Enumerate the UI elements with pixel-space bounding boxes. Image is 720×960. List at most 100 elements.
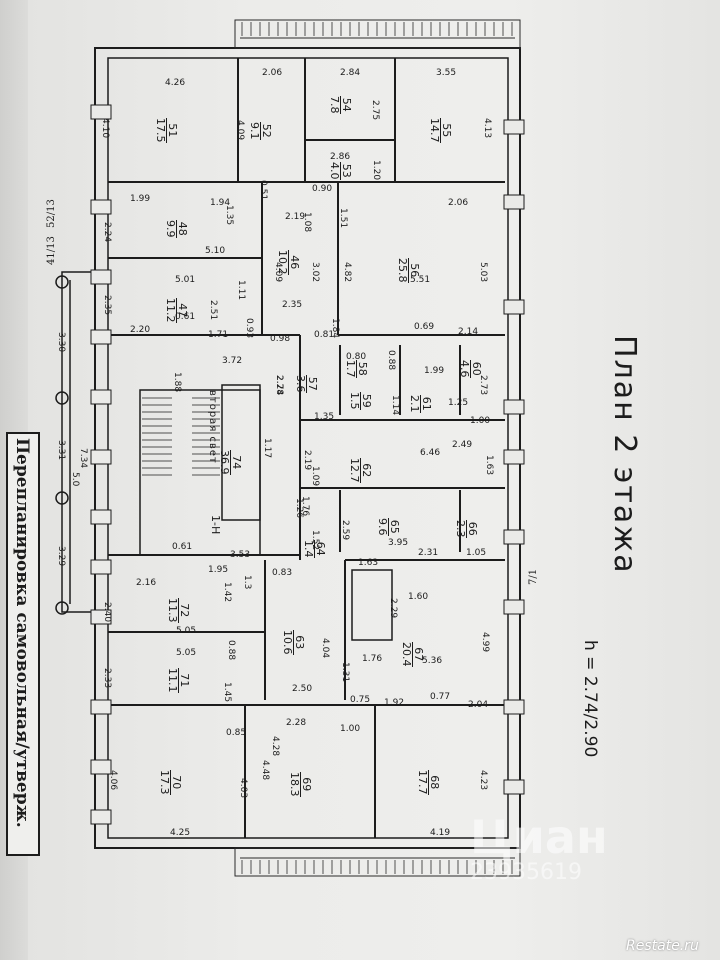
dimension-r58-e: 0.88 (386, 350, 396, 371)
dimension-r67-h: 2.29 (388, 598, 398, 619)
window (90, 269, 112, 285)
window (90, 559, 112, 575)
room-area: 17.5 (154, 118, 167, 143)
window (503, 779, 525, 795)
wall-hatching (234, 19, 521, 877)
room-number: 58 (356, 360, 369, 378)
side-mark-1: 52/13 (46, 199, 57, 228)
dimension-r72-w: 2.16 (136, 578, 157, 588)
dimension-r71-b: 0.88 (226, 640, 236, 661)
dimension-r67-e: 0.75 (350, 695, 371, 705)
dimension-r48-s: 1.35 (224, 205, 234, 226)
room-area: 14.7 (428, 118, 441, 143)
dimension-r70-b: 4.25 (170, 828, 191, 838)
room-number: 69 (300, 772, 313, 797)
room-area: 9.1 (248, 122, 261, 140)
room-area: 11.1 (166, 668, 179, 693)
height-note: h = 2.74/2.90 (580, 640, 600, 758)
window (90, 509, 112, 525)
dimension-r48-w1: 1.99 (130, 194, 151, 204)
dimension-r65-h: 2.59 (340, 520, 350, 541)
room-number: 68 (428, 770, 441, 795)
dimension-r53-b: 0.90 (312, 184, 333, 194)
window (503, 399, 525, 415)
room-area: 25.8 (396, 258, 409, 283)
dimension-r56-d: 0.69 (414, 322, 435, 332)
dimension-r72-c: 5.05 (176, 626, 197, 636)
room-number: 46 (288, 250, 301, 275)
dimension-r61-b: 1.25 (448, 398, 469, 408)
dimension-r48-w2: 1.94 (210, 198, 231, 208)
dimension-r46-d2: 3.02 (310, 262, 320, 283)
room-number: 53 (340, 162, 353, 180)
dimension-r56-m: 5.51 (410, 275, 431, 285)
dimension-r65-w: 3.95 (388, 538, 409, 548)
dimension-r48-h: 2.24 (102, 222, 112, 243)
dimension-r60-b: 1.00 (470, 416, 491, 426)
dimension-r46-h: 4.09 (273, 262, 283, 283)
dimension-r68-h: 4.23 (478, 770, 488, 791)
stair-label: вторая свет (207, 390, 218, 464)
dimension-r64-b: 1.26 (294, 498, 304, 519)
dimension-r70-a: 0.85 (226, 728, 247, 738)
window (90, 449, 112, 465)
dimension-r67-d: 1.31 (340, 662, 350, 683)
window (90, 199, 112, 215)
balcony-outline (55, 271, 95, 615)
dimension-r69-m: 4.48 (260, 760, 270, 781)
room-number: 70 (170, 770, 183, 795)
dimension-r57-h: 2.28 (274, 375, 284, 396)
room-area: 17.7 (416, 770, 429, 795)
dimension-r72-b: 1.42 (222, 582, 232, 603)
dimension-hall-w: 3.72 (222, 356, 243, 366)
dimension-r67-c: 5.36 (422, 656, 443, 666)
window (90, 809, 112, 825)
room-number: 72 (178, 598, 191, 623)
room-area: 1.7 (344, 360, 357, 378)
stamp-box (6, 432, 40, 856)
dimension-r69-h: 4.03 (238, 778, 248, 799)
dimension-r64-c: 1.52 (310, 530, 320, 551)
dimension-r52-b: 0.51 (258, 180, 268, 201)
room-area: 1.5 (348, 392, 361, 410)
dimension-r47-d: 2.51 (208, 300, 218, 321)
dimension-r72-a: 1.95 (208, 565, 229, 575)
room-number: 74 (230, 450, 243, 475)
window (503, 699, 525, 715)
window (90, 329, 112, 345)
dimension-r67-a: 4.99 (480, 632, 490, 653)
dimension-corr-d: 3.30 (56, 332, 66, 353)
dimension-r47-k: 0.93 (244, 318, 254, 339)
room-area: 2.1 (408, 395, 421, 413)
dimension-r72-d: 1.3 (242, 575, 252, 590)
dimension-r51-w: 4.26 (165, 78, 186, 88)
room-area: 18.3 (288, 772, 301, 797)
dimension-r58-d: 0.80 (346, 352, 367, 362)
dimension-r62-a: 2.49 (452, 440, 473, 450)
dimension-r72-h: 2.40 (102, 602, 112, 623)
room-area: 10.6 (281, 630, 294, 655)
dimension-corr-c: 5.0 (70, 472, 80, 487)
dimension-r60-h: 2.73 (478, 375, 488, 396)
stair-treads (142, 397, 220, 476)
dimension-r65-c: 1.63 (358, 558, 379, 568)
dimension-r67-g: 0.77 (430, 692, 451, 702)
room-number: 65 (388, 518, 401, 536)
dimension-r65-b: 2.31 (418, 548, 439, 558)
dimension-r47-w: 5.01 (175, 275, 196, 285)
room-area: 4.6 (458, 360, 471, 378)
dimension-r70-h: 4.06 (108, 770, 118, 791)
window (90, 104, 112, 120)
internal-walls (108, 58, 505, 838)
dimension-r56-h2: 5.03 (478, 262, 488, 283)
dimension-r67-k: 2.04 (468, 700, 489, 710)
